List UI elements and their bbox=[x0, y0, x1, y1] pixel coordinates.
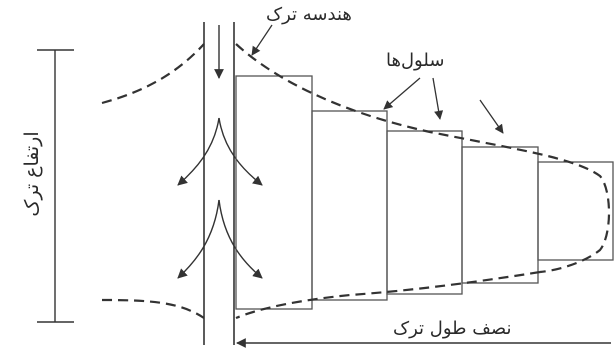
flow-arrows bbox=[177, 25, 263, 279]
cells-leader-1 bbox=[383, 77, 421, 110]
cells-leader-2 bbox=[432, 77, 444, 120]
crack-height-label: ارتفاع ترک bbox=[21, 131, 43, 217]
upper-right-flow-arrow bbox=[218, 117, 263, 186]
crack-height-dimension bbox=[37, 49, 74, 323]
upper-left-flow-arrow bbox=[177, 117, 220, 186]
wellbore bbox=[203, 22, 235, 345]
crack-lower-edge-right bbox=[235, 270, 541, 320]
cell-2 bbox=[311, 110, 388, 301]
cell-5 bbox=[537, 161, 614, 261]
crack-geometry-label: هندسه ترک bbox=[266, 4, 352, 25]
leaders bbox=[251, 24, 504, 134]
cells-leader-3 bbox=[479, 99, 504, 134]
crack-geometry-outline bbox=[101, 43, 611, 320]
crack-upper-edge bbox=[101, 43, 205, 105]
cell-1 bbox=[235, 75, 313, 310]
lower-right-flow-arrow bbox=[218, 199, 263, 279]
half-crack-length-label: نصف طول ترک bbox=[393, 318, 512, 339]
cell-4 bbox=[461, 146, 539, 284]
lower-left-flow-arrow bbox=[177, 199, 220, 279]
crack-upper-edge-right bbox=[235, 43, 611, 274]
crack-lower-edge bbox=[101, 298, 205, 319]
cell-3 bbox=[386, 130, 463, 295]
cells bbox=[235, 75, 614, 310]
cells-label: سلول‌ها bbox=[386, 50, 445, 71]
geometry-leader bbox=[251, 24, 273, 56]
